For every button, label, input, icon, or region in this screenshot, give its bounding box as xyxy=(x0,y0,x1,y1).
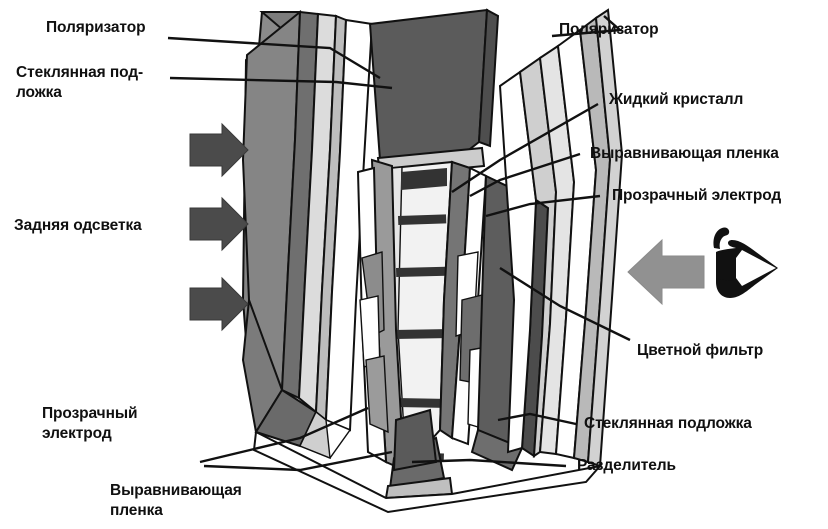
base-edge xyxy=(252,430,603,514)
viewer-arrow-icon xyxy=(627,238,705,306)
separator-wedge xyxy=(384,408,454,500)
label-glass-substrate-right: Стеклянная подложка xyxy=(584,415,752,432)
label-transparent-electrode-bottom-left: Прозрачный электрод xyxy=(42,405,138,442)
arrow-right-icon xyxy=(189,276,249,332)
label-polarizer-right: Поляризатор xyxy=(559,21,659,38)
label-alignment-film-bottom-left: Выравнивающая пленка xyxy=(110,482,242,519)
label-transparent-electrode-right: Прозрачный электрод xyxy=(612,187,782,204)
label-alignment-film-right: Выравнивающая пленка xyxy=(590,145,779,162)
leader-lines xyxy=(167,15,631,472)
label-liquid-crystal: Жидкий кристалл xyxy=(609,91,744,108)
label-color-filter: Цветной фильтр xyxy=(637,342,764,359)
right-layer-stack xyxy=(498,8,624,468)
dark-inner-panel xyxy=(368,8,500,162)
arrow-right-icon xyxy=(189,122,249,178)
label-glass-substrate-left: Стеклянная под- ложка xyxy=(16,64,144,101)
label-backlight: Задняя одсветка xyxy=(14,217,142,234)
eye-icon xyxy=(713,227,778,298)
backlight-arrow-icon-group xyxy=(189,122,249,332)
label-separator: Разделитель xyxy=(577,457,676,474)
label-polarizer-left: Поляризатор xyxy=(46,19,146,36)
arrow-right-icon xyxy=(189,196,249,252)
lower-left-facets xyxy=(241,299,352,460)
